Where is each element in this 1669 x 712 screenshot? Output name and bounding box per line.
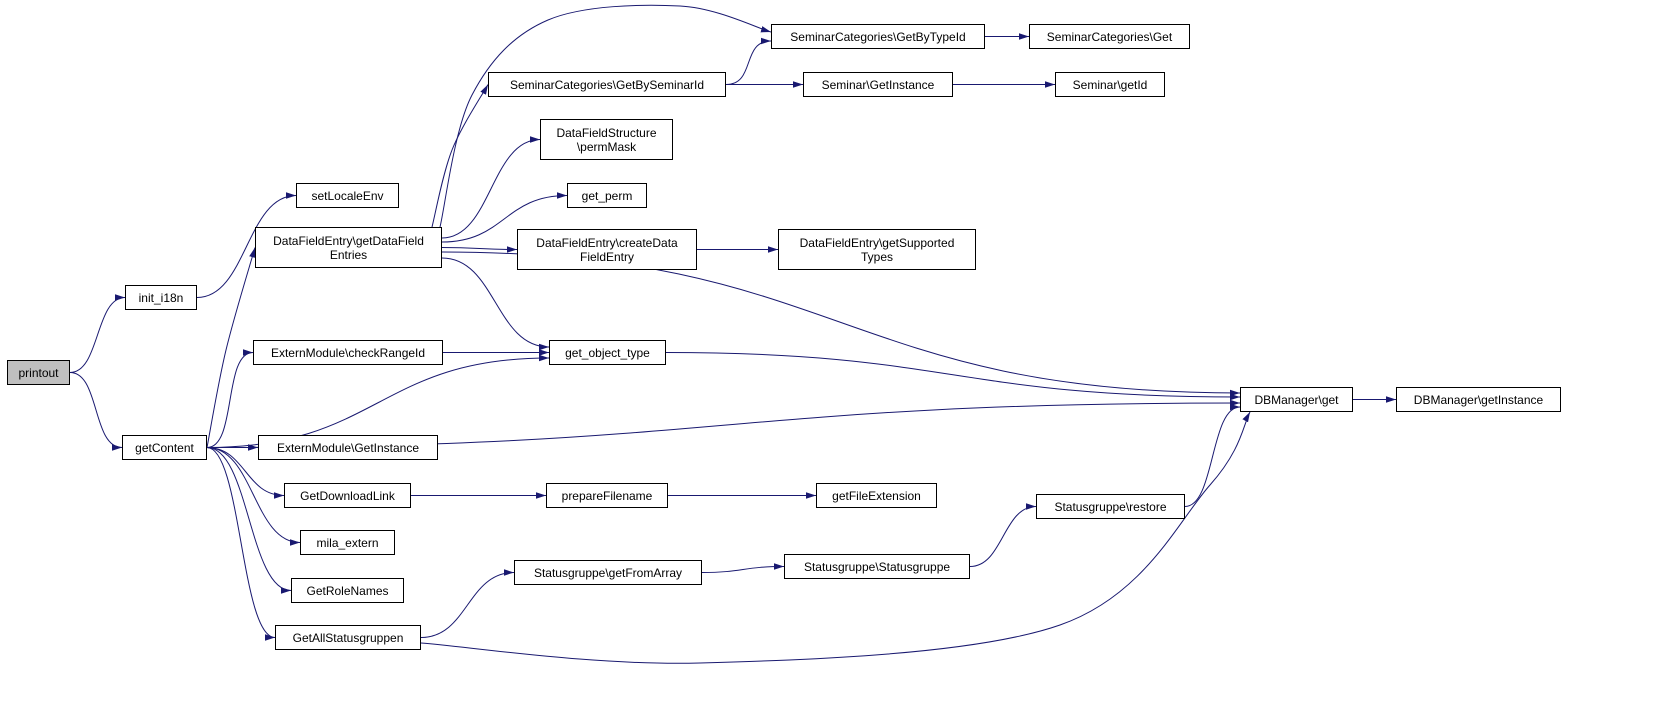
node-label: DBManager\get bbox=[1254, 392, 1339, 407]
node-SeminarGetId[interactable]: Seminar\getId bbox=[1055, 72, 1165, 97]
node-restore[interactable]: Statusgruppe\restore bbox=[1036, 494, 1185, 519]
node-SeminarGetInstance[interactable]: Seminar\GetInstance bbox=[803, 72, 953, 97]
node-label: Statusgruppe\Statusgruppe bbox=[803, 559, 951, 574]
edge-printout-to-init_i18n bbox=[69, 294, 126, 373]
edge-getContent-to-GetAllStatusgruppen bbox=[206, 447, 276, 641]
edge-getDataFieldEntries-to-GetByTypeId bbox=[439, 4, 772, 228]
node-GetRoleNames[interactable]: GetRoleNames bbox=[291, 578, 404, 603]
node-label: DataFieldStructure bbox=[556, 125, 657, 140]
node-label: SeminarCategories\GetBySeminarId bbox=[509, 77, 705, 92]
node-DBget[interactable]: DBManager\get bbox=[1240, 387, 1353, 412]
edge-getDataFieldEntries-to-GetBySeminarId bbox=[431, 84, 489, 228]
node-checkRangeId[interactable]: ExternModule\checkRangeId bbox=[253, 340, 443, 365]
node-label: DataFieldEntry\createData bbox=[536, 235, 678, 250]
edge-StatusgruppeCtor-to-restore bbox=[969, 503, 1037, 567]
node-label: FieldEntry bbox=[579, 249, 635, 264]
edge-init_i18n-to-setLocaleEnv bbox=[196, 192, 297, 298]
node-permMask[interactable]: DataFieldStructure\permMask bbox=[540, 119, 673, 160]
node-get_perm[interactable]: get_perm bbox=[567, 183, 647, 208]
node-setLocaleEnv[interactable]: setLocaleEnv bbox=[296, 183, 399, 208]
edge-printout-to-getContent bbox=[69, 372, 123, 451]
edge-getDataFieldEntries-to-get_perm bbox=[441, 192, 568, 243]
node-StatusgruppeCtor[interactable]: Statusgruppe\Statusgruppe bbox=[784, 554, 970, 579]
edge-getDataFieldEntries-to-get_object_type bbox=[441, 257, 550, 351]
node-SemGet[interactable]: SeminarCategories\Get bbox=[1029, 24, 1190, 49]
node-label: getFileExtension bbox=[832, 488, 921, 503]
node-DBgetInstance[interactable]: DBManager\getInstance bbox=[1396, 387, 1561, 412]
node-label: init_i18n bbox=[138, 290, 184, 305]
edge-getContent-to-checkRangeId bbox=[206, 349, 254, 448]
node-get_object_type[interactable]: get_object_type bbox=[549, 340, 666, 365]
edge-getFromArray-to-StatusgruppeCtor bbox=[701, 563, 785, 573]
node-label: getContent bbox=[135, 440, 194, 455]
node-label: Seminar\GetInstance bbox=[821, 77, 935, 92]
node-label: GetAllStatusgruppen bbox=[292, 630, 404, 645]
node-label: DBManager\getInstance bbox=[1413, 392, 1544, 407]
node-label: Statusgruppe\getFromArray bbox=[533, 565, 683, 580]
node-label: mila_extern bbox=[316, 535, 379, 550]
node-label: get_object_type bbox=[565, 345, 650, 360]
node-label: SeminarCategories\GetByTypeId bbox=[790, 29, 966, 44]
node-label: setLocaleEnv bbox=[311, 188, 384, 203]
edge-restore-to-DBget bbox=[1184, 403, 1241, 507]
edge-getDataFieldEntries-to-createDataFieldEntry bbox=[441, 246, 518, 253]
node-label: Entries bbox=[329, 247, 368, 262]
node-label: DataFieldEntry\getSupported bbox=[799, 235, 955, 250]
edge-GetBySeminarId-to-GetByTypeId bbox=[725, 37, 772, 85]
node-label: printout bbox=[18, 365, 59, 380]
node-label: SeminarCategories\Get bbox=[1046, 29, 1173, 44]
node-label: GetRoleNames bbox=[306, 583, 389, 598]
node-label: ExternModule\checkRangeId bbox=[270, 345, 426, 360]
node-GetAllStatusgruppen[interactable]: GetAllStatusgruppen bbox=[275, 625, 421, 650]
node-label: Types bbox=[860, 249, 893, 264]
node-getContent[interactable]: getContent bbox=[122, 435, 207, 460]
node-label: get_perm bbox=[581, 188, 633, 203]
node-label: ExternModule\GetInstance bbox=[276, 440, 420, 455]
node-label: \permMask bbox=[576, 139, 637, 154]
edge-getContent-to-getDataFieldEntries bbox=[206, 247, 256, 448]
node-label: Statusgruppe\restore bbox=[1054, 499, 1167, 514]
node-GetBySeminarId[interactable]: SeminarCategories\GetBySeminarId bbox=[488, 72, 726, 97]
node-getFileExtension[interactable]: getFileExtension bbox=[816, 483, 937, 508]
node-label: Seminar\getId bbox=[1072, 77, 1148, 92]
edge-getContent-to-mila_extern bbox=[206, 447, 301, 546]
node-printout[interactable]: printout bbox=[7, 360, 70, 385]
node-init_i18n[interactable]: init_i18n bbox=[125, 285, 197, 310]
edge-GetAllStatusgruppen-to-getFromArray bbox=[420, 569, 515, 638]
node-GetDownloadLink[interactable]: GetDownloadLink bbox=[284, 483, 411, 508]
node-mila_extern[interactable]: mila_extern bbox=[300, 530, 395, 555]
edge-GetAllStatusgruppen-to-DBget bbox=[420, 411, 1251, 664]
node-label: DataFieldEntry\getDataField bbox=[273, 233, 424, 248]
node-getFromArray[interactable]: Statusgruppe\getFromArray bbox=[514, 560, 702, 585]
node-prepareFilename[interactable]: prepareFilename bbox=[546, 483, 668, 508]
edge-getDataFieldEntries-to-permMask bbox=[441, 136, 541, 239]
node-GetByTypeId[interactable]: SeminarCategories\GetByTypeId bbox=[771, 24, 985, 49]
node-label: prepareFilename bbox=[561, 488, 653, 503]
edge-getContent-to-GetRoleNames bbox=[206, 447, 292, 594]
edge-getDataFieldEntries-to-DBget bbox=[441, 251, 1241, 397]
node-ExternGetInstance[interactable]: ExternModule\GetInstance bbox=[258, 435, 438, 460]
edge-get_object_type-to-DBget bbox=[665, 352, 1241, 401]
node-label: GetDownloadLink bbox=[300, 488, 395, 503]
